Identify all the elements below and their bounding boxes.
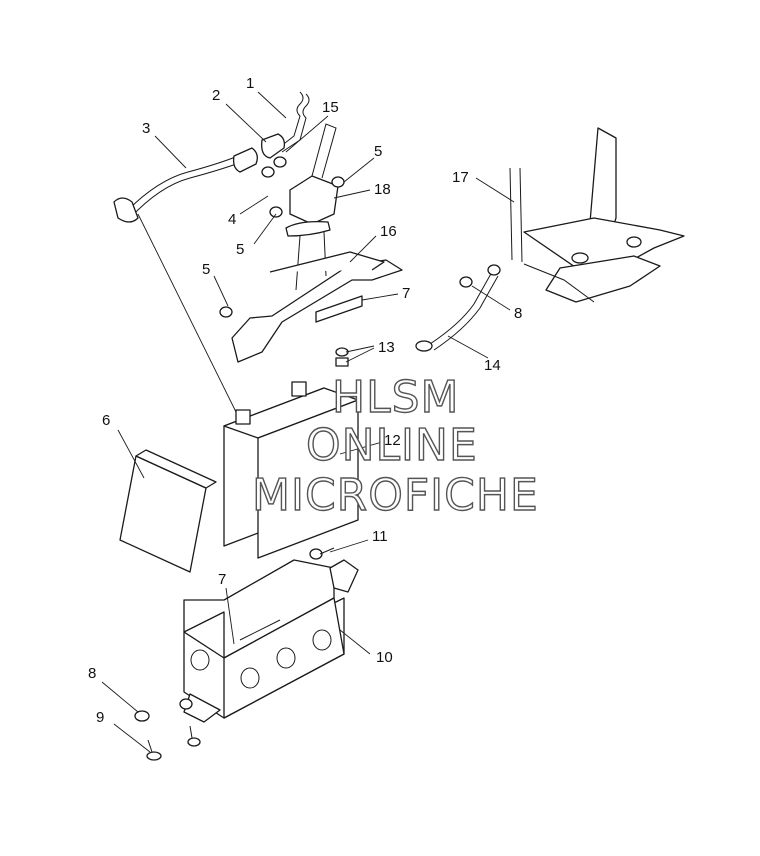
callout-11: 11 — [372, 528, 388, 545]
ignition-cable-assembly — [113, 91, 310, 223]
solenoid-switch — [269, 123, 345, 291]
callout-5-a: 5 — [374, 143, 382, 160]
watermark: HLSM ONLINE MICROFICHE — [251, 371, 539, 521]
bolt-9 — [146, 725, 201, 761]
callout-13: 13 — [378, 339, 395, 356]
callout-labels: 1 2 15 3 5 18 4 5 16 5 7 17 8 13 14 12 6… — [88, 75, 522, 726]
callout-4: 4 — [228, 211, 236, 228]
callout-15: 15 — [322, 99, 339, 116]
callout-17: 17 — [452, 169, 469, 186]
callout-7-a: 7 — [402, 285, 410, 302]
frame-section — [509, 127, 685, 303]
callout-18: 18 — [374, 181, 391, 198]
callout-3: 3 — [142, 120, 150, 137]
callout-16: 16 — [380, 223, 397, 240]
watermark-line-3: MICROFICHE — [252, 470, 539, 521]
leader-lines — [101, 91, 515, 753]
callout-8-b: 8 — [88, 665, 96, 682]
callout-14: 14 — [484, 357, 501, 374]
callout-1: 1 — [246, 75, 254, 92]
battery-cable — [415, 264, 501, 352]
bolt-11 — [309, 547, 335, 560]
callout-5-c: 5 — [202, 261, 210, 278]
foam-strip-lower — [239, 619, 281, 641]
fastener-13 — [335, 347, 349, 367]
battery-bracket-upper — [219, 251, 403, 363]
watermark-line-1: HLSM — [332, 372, 460, 423]
callout-2: 2 — [212, 87, 220, 104]
foam-strip-upper — [315, 295, 363, 323]
callout-12: 12 — [384, 432, 401, 449]
callout-7-b: 7 — [218, 571, 226, 588]
callout-10: 10 — [376, 649, 393, 666]
callout-8-a: 8 — [514, 305, 522, 322]
callout-6: 6 — [102, 412, 110, 429]
watermark-line-2: ONLINE — [306, 420, 478, 471]
callout-9: 9 — [96, 709, 104, 726]
battery-box — [183, 559, 359, 723]
battery — [223, 381, 359, 559]
callout-5-b: 5 — [236, 241, 244, 258]
nut-8-lower — [134, 698, 193, 722]
